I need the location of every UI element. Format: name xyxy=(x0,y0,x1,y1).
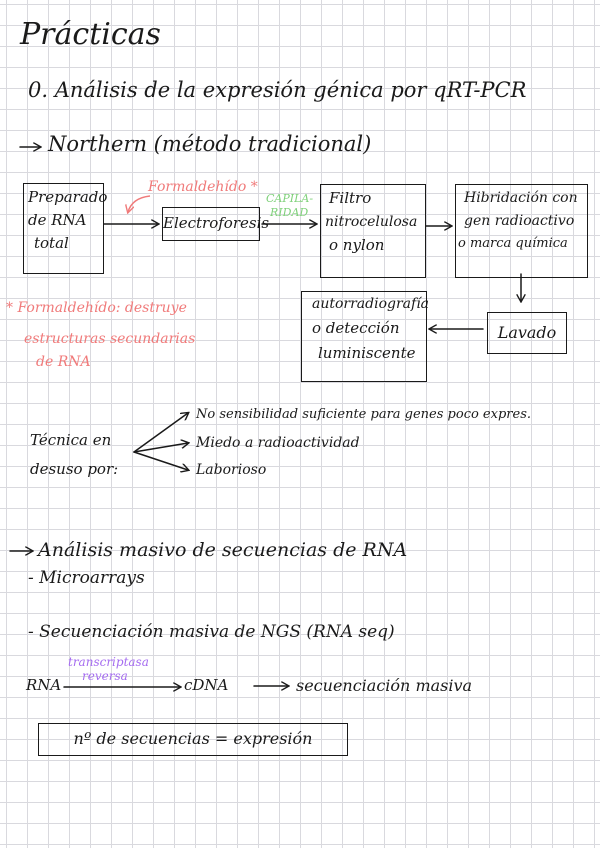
flow-rna: RNA xyxy=(26,676,62,694)
page-title: Prácticas xyxy=(20,17,161,52)
desuso-label-2: desuso por: xyxy=(30,460,119,478)
box-filtro-line-1: Filtro xyxy=(329,189,372,207)
arrow-desuso-3 xyxy=(133,451,188,470)
box-autorradiografia: autorradiografía o detección luminiscent… xyxy=(301,291,430,382)
masivo-item-ngs: - Secuenciación masiva de NGS (RNA seq) xyxy=(28,622,395,642)
formaldehido-label: Formaldehído * xyxy=(148,179,258,195)
footnote-line-3: de RNA xyxy=(36,354,91,370)
box-filtro-line-2: nitrocelulosa xyxy=(325,214,418,230)
masivo-item-microarrays: - Microarrays xyxy=(28,568,145,588)
flow-enzyme-line-2: reversa xyxy=(82,669,128,683)
flow-result: secuenciación masiva xyxy=(296,676,473,695)
box-hibridacion-line-1: Hibridación con xyxy=(464,190,578,206)
footnote-line-2: estructuras secundarias xyxy=(24,331,196,347)
box-preparado-line-1: Preparado xyxy=(28,188,108,206)
box-autorrad-line-3: luminiscente xyxy=(318,344,416,362)
flow-enzyme-line-1: transcriptasa xyxy=(68,655,149,669)
box-hibridacion-line-2: gen radioactivo xyxy=(464,213,575,229)
box-preparado-line-2: de RNA xyxy=(28,211,87,229)
arrow-formaldehido-note xyxy=(128,195,151,212)
box-electroforesis: Electroforesis xyxy=(162,207,270,241)
box-hibridacion: Hibridación con gen radioactivo o marca … xyxy=(455,184,588,278)
masivo-heading: Análisis masivo de secuencias de RNA xyxy=(38,539,408,561)
footnote-line-1: * Formaldehído: destruye xyxy=(6,300,187,316)
formula-box: nº de secuencias = expresión xyxy=(38,723,348,756)
desuso-label-1: Técnica en xyxy=(30,431,112,449)
flow-cdna: cDNA xyxy=(184,676,229,694)
box-lavado-label: Lavado xyxy=(497,323,557,342)
box-lavado: Lavado xyxy=(487,312,567,354)
desuso-reason-1: No sensibilidad suficiente para genes po… xyxy=(196,407,531,422)
box-autorrad-line-2: o detección xyxy=(312,319,400,337)
box-preparado-rna: Preparado de RNA total xyxy=(23,183,108,274)
box-filtro: Filtro nitrocelulosa o nylon xyxy=(320,184,426,278)
capilaridad-label-1: CAPILA- xyxy=(266,192,314,205)
arrow-desuso-2 xyxy=(133,443,188,453)
box-autorrad-line-1: autorradiografía xyxy=(312,296,430,312)
box-preparado-line-3: total xyxy=(34,234,69,252)
box-hibridacion-line-3: o marca química xyxy=(458,236,568,251)
arrow-desuso-1 xyxy=(133,413,188,453)
capilaridad-label-2: RIDAD xyxy=(270,206,309,219)
formula-text: nº de secuencias = expresión xyxy=(73,729,313,748)
northern-heading: Northern (método tradicional) xyxy=(48,132,372,156)
desuso-reason-3: Laborioso xyxy=(196,462,267,478)
section-heading: 0. Análisis de la expresión génica por q… xyxy=(28,78,527,102)
desuso-reason-2: Miedo a radioactividad xyxy=(196,435,360,451)
box-filtro-line-3: o nylon xyxy=(329,236,385,254)
box-electroforesis-label: Electroforesis xyxy=(163,214,270,232)
